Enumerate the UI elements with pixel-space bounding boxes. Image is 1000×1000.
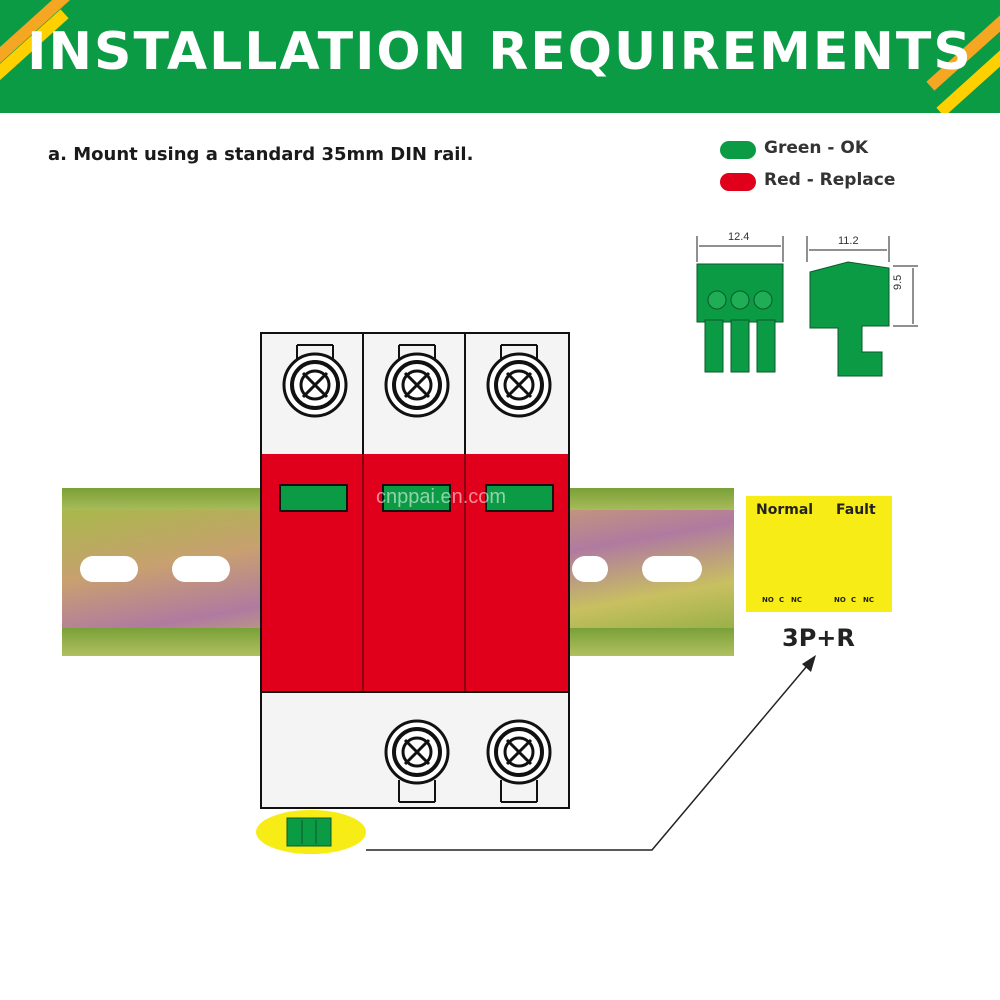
pin-label-c: C — [851, 596, 857, 604]
legend-item-ok: Green - OK — [720, 138, 980, 164]
remote-connector — [256, 810, 366, 854]
rail-slot — [642, 556, 702, 582]
pin-label-nc: NC — [791, 596, 802, 604]
pin-label-nc: NC — [863, 596, 874, 604]
connector-front-view — [696, 236, 784, 373]
terminal-screw — [486, 719, 552, 803]
status-indicator — [485, 484, 554, 512]
legend-label-ok: Green - OK — [764, 138, 869, 158]
page-title: INSTALLATION REQUIREMENTS — [27, 22, 973, 82]
fault-label: Fault — [836, 502, 876, 518]
terminal-screw — [384, 344, 450, 418]
status-panel: Normal Fault NO C NC NO C NC — [746, 496, 892, 612]
pin-label-no: NO — [834, 596, 846, 604]
legend-label-replace: Red - Replace — [764, 170, 896, 190]
pointer-arrow — [366, 655, 816, 851]
terminal-screw — [486, 344, 552, 418]
normal-label: Normal — [756, 502, 814, 518]
legend-item-replace: Red - Replace — [720, 170, 980, 196]
red-swatch — [720, 173, 756, 191]
status-indicator — [382, 484, 451, 512]
rail-slot — [172, 556, 230, 582]
dim-width-front: 12.4 — [728, 231, 750, 243]
terminal-screw — [282, 344, 348, 418]
status-indicator — [279, 484, 348, 512]
connector-side-view — [806, 236, 918, 377]
watermark: cnppai.en.com — [376, 486, 507, 508]
header-banner: INSTALLATION REQUIREMENTS — [0, 0, 1000, 113]
rail-slot — [80, 556, 138, 582]
dim-height-side: 9.5 — [892, 274, 904, 290]
pin-label-no: NO — [762, 596, 774, 604]
mount-instruction: a. Mount using a standard 35mm DIN rail. — [48, 144, 474, 165]
rail-slot — [572, 556, 608, 582]
dim-width-side: 11.2 — [838, 235, 859, 247]
green-swatch — [720, 141, 756, 159]
model-label: 3P+R — [782, 624, 855, 652]
terminal-screw — [384, 719, 450, 803]
pin-label-c: C — [779, 596, 785, 604]
